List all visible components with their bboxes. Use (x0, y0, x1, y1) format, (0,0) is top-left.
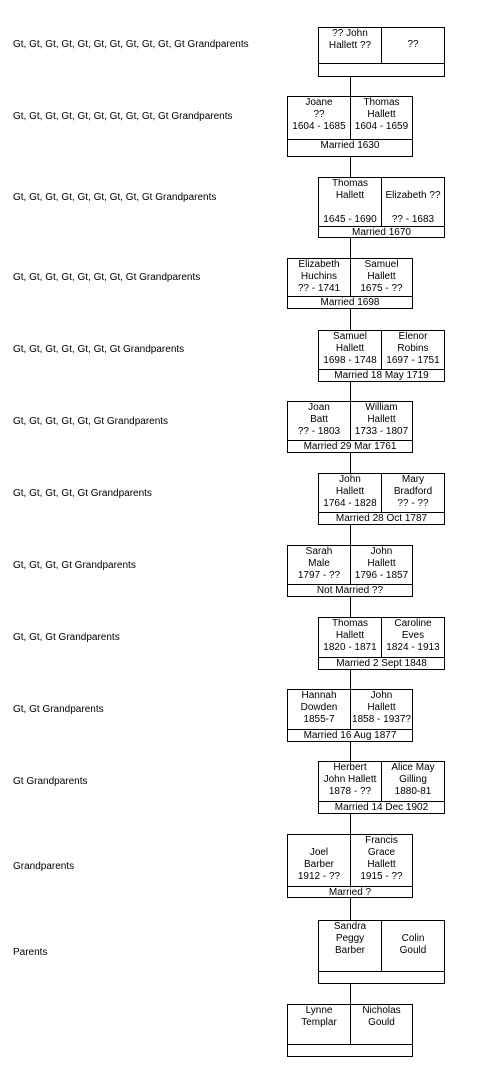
person-left: Joel Barber 1912 - ?? (288, 835, 351, 887)
couple-box: Elizabeth Huchins ?? - 1741 Samuel Hallet… (287, 258, 413, 309)
connector-line (350, 453, 351, 473)
marriage-info: Not Married ?? (288, 584, 412, 596)
couple-box: Sarah Male 1797 - ??John Hallett 1796 - … (287, 545, 413, 597)
couple-box: Joel Barber 1912 - ??Francis Grace Halle… (287, 834, 413, 898)
generation-label: Gt, Gt, Gt, Gt, Gt, Gt Grandparents (13, 416, 169, 427)
generation-label: Gt, Gt Grandparents (13, 704, 104, 715)
generation-label: Gt, Gt, Gt, Gt, Gt, Gt, Gt, Gt Grandpare… (13, 272, 201, 283)
connector-line (350, 157, 351, 177)
connector-line (350, 984, 351, 1004)
connector-line (350, 814, 351, 834)
marriage-info: Married ? (288, 886, 412, 898)
connector-line (350, 238, 351, 258)
person-right: Francis Grace Hallett 1915 - ?? (360, 835, 403, 882)
generation-label: Gt Grandparents (13, 776, 88, 787)
person-left: Joane ?? 1604 - 1685 (288, 97, 351, 140)
person-right: Colin Gould (399, 933, 427, 956)
generation-label: Gt, Gt, Gt, Gt, Gt, Gt, Gt Grandparents (13, 344, 185, 355)
person-right: Caroline Eves 1824 - 1913 (386, 618, 440, 653)
couple-box: Lynne Templar Nicholas Gould (287, 1004, 413, 1057)
person-left: Thomas Hallett 1645 - 1690 (319, 178, 382, 227)
person-left: Samuel Hallett 1698 - 1748 (319, 331, 382, 370)
marriage-info (288, 1044, 412, 1056)
person-right: Samuel Hallett 1675 - ?? (360, 259, 403, 294)
marriage-info: Married 1670 (319, 226, 444, 238)
person-right: John Hallett 1796 - 1857 (354, 546, 409, 581)
marriage-info: Married 18 May 1719 (319, 369, 444, 381)
person-right: Alice May Gilling 1880-81 (391, 762, 435, 797)
person-right: Thomas Hallett 1604 - 1659 (354, 97, 409, 132)
person-right: ?? (407, 39, 419, 50)
generation-label: Gt, Gt, Gt, Gt, Gt, Gt, Gt, Gt, Gt Grand… (13, 192, 217, 203)
person-left: Joan Batt ?? - 1803 (288, 402, 351, 441)
connector-line (350, 670, 351, 689)
generation-label: Gt, Gt, Gt, Gt, Gt, Gt, Gt, Gt, Gt, Gt G… (13, 111, 233, 122)
couple-box: John Hallett 1764 - 1828 Mary Bradford ??… (318, 473, 445, 525)
couple-box: Thomas Hallett 1645 - 1690 Elizabeth ?? … (318, 177, 445, 238)
marriage-info: Married 1630 (288, 139, 412, 156)
person-left: ?? John Hallett ?? (319, 28, 382, 64)
generation-label: Gt, Gt, Gt, Gt, Gt Grandparents (13, 488, 152, 499)
marriage-info: Married 29 Mar 1761 (288, 440, 412, 452)
person-left: Sarah Male 1797 - ?? (288, 546, 351, 585)
person-left: Hannah Dowden 1855-7 (288, 690, 351, 730)
person-left: Herbert John Hallett 1878 - ?? (319, 762, 382, 802)
connector-line (350, 597, 351, 617)
generation-label: Grandparents (13, 861, 75, 872)
marriage-info: Married 2 Sept 1848 (319, 657, 444, 669)
person-right: William Hallett 1733 - 1807 (354, 402, 409, 437)
connector-line (350, 77, 351, 96)
person-right: Elenor Robins 1697 - 1751 (386, 331, 440, 366)
marriage-info: Married 28 Oct 1787 (319, 512, 444, 524)
connector-line (350, 898, 351, 920)
couple-box: Sandra Peggy Barber Colin Gould (318, 920, 445, 984)
marriage-info: Married 14 Dec 1902 (319, 801, 444, 813)
person-right: Nicholas Gould (362, 1005, 401, 1028)
couple-box: Herbert John Hallett 1878 - ?? Alice May … (318, 761, 445, 814)
generation-label: Gt, Gt, Gt, Gt, Gt, Gt, Gt, Gt, Gt, Gt, … (13, 39, 249, 50)
person-right: Mary Bradford ?? - ?? (393, 474, 433, 509)
marriage-info (319, 63, 444, 76)
connector-line (350, 742, 351, 761)
connector-line (350, 309, 351, 330)
generation-label: Gt, Gt, Gt Grandparents (13, 632, 120, 643)
person-left: Lynne Templar (288, 1005, 351, 1045)
connector-line (350, 382, 351, 401)
person-right: Elizabeth ?? ?? - 1683 (385, 190, 441, 225)
person-left: John Hallett 1764 - 1828 (319, 474, 382, 513)
generation-label: Gt, Gt, Gt, Gt Grandparents (13, 560, 136, 571)
connector-line (350, 525, 351, 545)
person-right: John Hallett 1858 - 1937? (352, 690, 411, 725)
couple-box: ?? John Hallett ???? (318, 27, 445, 77)
marriage-info: Married 16 Aug 1877 (288, 729, 412, 741)
marriage-info (319, 971, 444, 983)
person-left: Thomas Hallett 1820 - 1871 (319, 618, 382, 658)
person-left: Sandra Peggy Barber (319, 921, 382, 972)
generation-label: Parents (13, 947, 48, 958)
marriage-info: Married 1698 (288, 296, 412, 308)
person-left: Elizabeth Huchins ?? - 1741 (288, 259, 351, 297)
